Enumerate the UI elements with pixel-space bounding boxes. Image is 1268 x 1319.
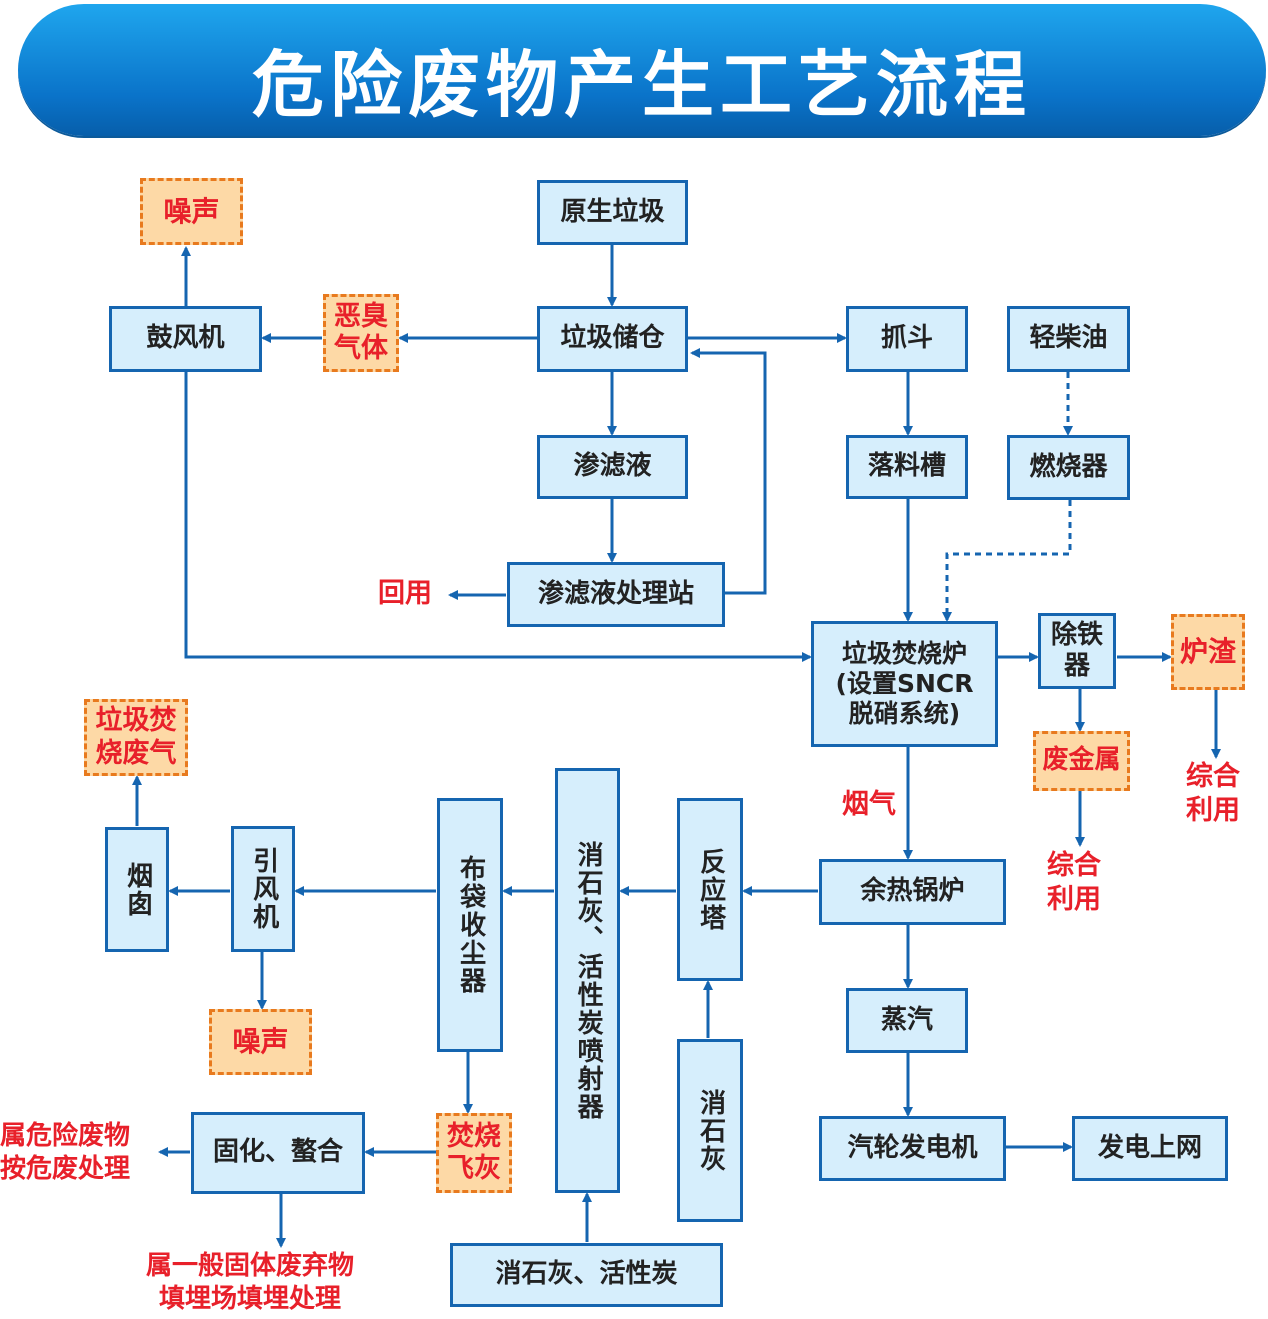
fly-ash-line-1: 焚烧 [447, 1120, 501, 1152]
flue-gas-line-1: 垃圾焚 [95, 705, 177, 737]
metal-use-line-2: 利用 [1047, 883, 1101, 915]
node-storage: 垃圾储仓 [537, 306, 688, 372]
arrow-burner-to-incinerator [942, 500, 1072, 622]
node-lime-carbon: 消石灰、活性炭 [450, 1243, 723, 1307]
node-grab: 抓斗 [846, 306, 968, 372]
node-lime: 消石灰 [677, 1039, 743, 1222]
label-slag-use: 综合 利用 [1186, 760, 1240, 828]
node-light-oil: 轻柴油 [1007, 306, 1130, 372]
slag-use-line-1: 综合 [1186, 761, 1240, 792]
node-solidify: 固化、螯合 [191, 1112, 365, 1194]
page-title: 危险废物产生工艺流程 [251, 43, 1032, 127]
hazard-noise-top: 噪声 [140, 178, 243, 245]
hazard-slag: 炉渣 [1171, 614, 1245, 690]
arrow-station-back-to-storage [690, 348, 767, 595]
label-hazardous-waste: 属危险废物 按危废处理 [0, 1120, 130, 1185]
label-general-waste: 属一般固体废弃物 填埋场填埋处理 [146, 1250, 354, 1315]
node-iron-remover: 除铁器 [1038, 613, 1116, 689]
node-chimney: 烟囱 [105, 827, 169, 952]
node-waste-heat-boiler: 余热锅炉 [819, 859, 1006, 925]
hazard-odor-gas: 恶臭 气体 [323, 294, 399, 372]
fly-ash-line-2: 飞灰 [447, 1153, 501, 1184]
node-incinerator: 垃圾焚烧炉 (设置SNCR 脱硝系统) [811, 621, 998, 747]
label-smoke: 烟气 [842, 789, 896, 820]
node-raw-waste: 原生垃圾 [537, 180, 688, 245]
metal-use-line-1: 综合 [1047, 850, 1101, 881]
incinerator-line-3: 脱硝系统) [848, 699, 961, 728]
odor-line-1: 恶臭 [334, 300, 388, 332]
general-line-2: 填埋场填埋处理 [159, 1283, 342, 1314]
node-leachate: 渗滤液 [537, 435, 688, 499]
hazardous-line-2: 按危废处理 [0, 1153, 131, 1184]
odor-line-2: 气体 [334, 333, 388, 364]
node-reaction-tower: 反应塔 [677, 798, 743, 981]
label-reuse: 回用 [378, 578, 432, 609]
flue-gas-line-2: 烧废气 [95, 737, 177, 769]
node-induced-fan: 引风机 [231, 826, 295, 952]
hazard-scrap-metal: 废金属 [1033, 731, 1130, 791]
node-grid: 发电上网 [1072, 1116, 1228, 1181]
arrow-blower-to-incinerator [184, 372, 812, 662]
hazard-flue-gas: 垃圾焚 烧废气 [84, 699, 188, 776]
node-burner: 燃烧器 [1007, 435, 1130, 500]
label-metal-use: 综合 利用 [1047, 849, 1101, 917]
node-steam: 蒸汽 [846, 988, 968, 1053]
general-line-1: 属一般固体废弃物 [146, 1251, 355, 1281]
hazard-fly-ash: 焚烧 飞灰 [436, 1113, 512, 1193]
title-banner: 危险废物产生工艺流程 [18, 4, 1266, 136]
node-chute: 落料槽 [846, 435, 968, 499]
incinerator-line-2: (设置SNCR [835, 669, 974, 698]
hazard-noise-bottom: 噪声 [209, 1009, 312, 1075]
node-blower: 鼓风机 [109, 306, 262, 372]
node-leachate-station: 渗滤液处理站 [507, 562, 725, 627]
node-bag-filter: 布袋收尘器 [437, 798, 503, 1052]
incinerator-line-1: 垃圾焚烧炉 [841, 639, 967, 668]
hazardous-line-1: 属危险废物 [0, 1121, 131, 1151]
node-turbine: 汽轮发电机 [819, 1116, 1006, 1181]
slag-use-line-2: 利用 [1186, 794, 1240, 826]
node-lime-carbon-injector: 消石灰、活性炭喷射器 [555, 768, 620, 1193]
